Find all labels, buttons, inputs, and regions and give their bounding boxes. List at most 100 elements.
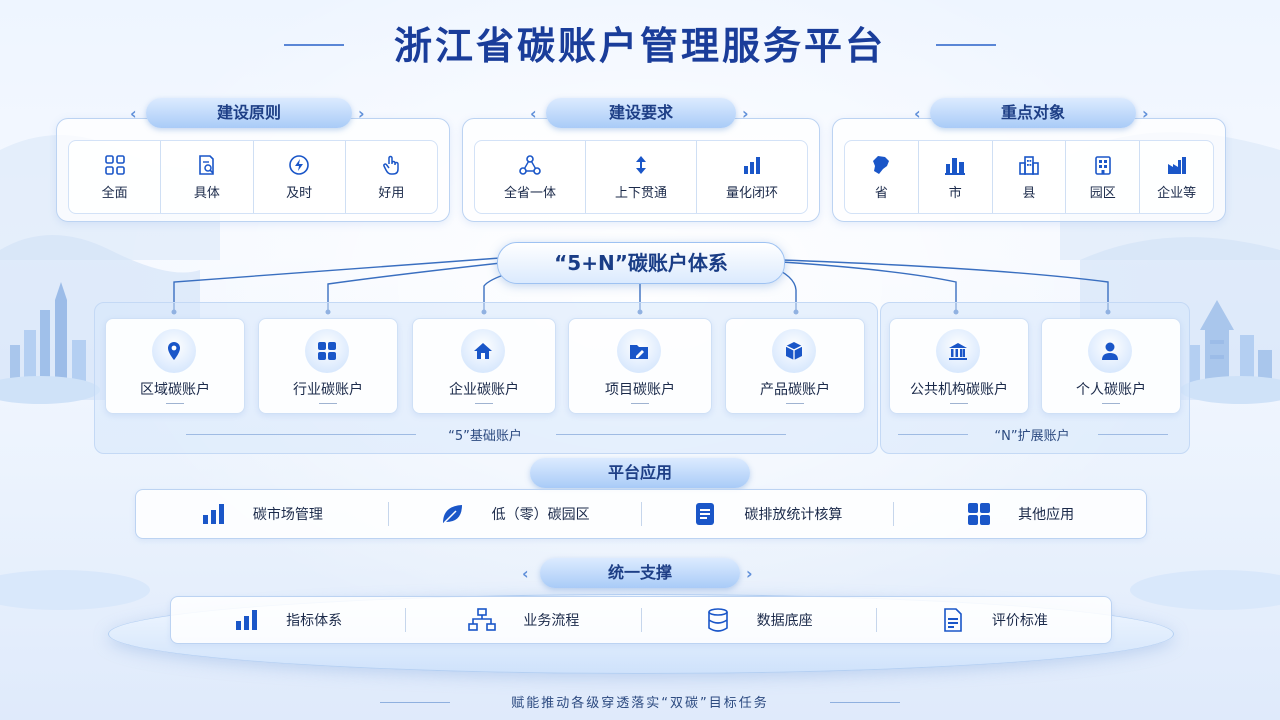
platform-item[interactable]: 低（零）碳园区 — [389, 502, 642, 526]
platform-item[interactable]: 碳排放统计核算 — [642, 502, 895, 526]
park-building-icon — [1094, 155, 1111, 175]
requirements-header: 建设要求 — [546, 98, 736, 128]
account-label: 项目碳账户 — [605, 382, 675, 398]
account-card[interactable]: 项目碳账户 — [568, 318, 712, 414]
support-item[interactable]: 评价标准 — [877, 608, 1111, 632]
cube-icon — [772, 329, 816, 373]
chevron-right-icon: › — [1142, 104, 1149, 123]
chevron-left-icon: ‹ — [914, 104, 921, 123]
database-icon — [707, 608, 728, 632]
footer-decoration-left — [380, 702, 450, 703]
institution-icon — [936, 329, 980, 373]
city-buildings-icon — [945, 157, 966, 175]
support-item[interactable]: 指标体系 — [171, 608, 407, 632]
platform-item[interactable]: 其他应用 — [894, 502, 1146, 526]
principle-label: 具体 — [193, 185, 220, 201]
account-card[interactable]: 企业碳账户 — [412, 318, 556, 414]
account-label: 个人碳账户 — [1076, 382, 1146, 398]
divider — [186, 434, 416, 435]
target-item: 县 — [993, 141, 1067, 213]
bar-chart-icon — [744, 156, 760, 174]
title-decoration-right — [936, 44, 996, 46]
target-label: 市 — [948, 185, 962, 201]
account-card[interactable]: 个人碳账户 — [1041, 318, 1181, 414]
target-label: 园区 — [1089, 185, 1116, 201]
account-label: 行业碳账户 — [293, 382, 363, 398]
divider — [1102, 403, 1120, 404]
county-building-icon — [1019, 155, 1039, 175]
divider — [898, 434, 968, 435]
chevron-left-icon: ‹ — [130, 104, 137, 123]
requirements-items: 全省一体 上下贯通 量化闭环 — [474, 140, 808, 214]
principle-label: 好用 — [378, 185, 405, 201]
person-icon — [1088, 329, 1132, 373]
support-label: 业务流程 — [523, 613, 580, 629]
apps-icon — [968, 503, 991, 525]
platform-item[interactable]: 碳市场管理 — [136, 502, 389, 526]
account-card[interactable]: 公共机构碳账户 — [889, 318, 1029, 414]
requirement-item: 量化闭环 — [697, 141, 807, 213]
account-card[interactable]: 区域碳账户 — [105, 318, 245, 414]
account-card[interactable]: 行业碳账户 — [258, 318, 398, 414]
base-accounts-label: “5”基础账户 — [448, 429, 522, 444]
home-icon — [461, 329, 505, 373]
footer-decoration-right — [830, 702, 900, 703]
location-pin-icon — [152, 329, 196, 373]
chevron-right-icon: › — [358, 104, 365, 123]
flowchart-icon — [468, 608, 497, 631]
divider — [950, 403, 968, 404]
chevron-left-icon: ‹ — [522, 564, 529, 583]
document-check-icon — [944, 608, 962, 632]
support-item[interactable]: 业务流程 — [406, 608, 642, 632]
bar-chart-icon — [236, 610, 258, 630]
support-label: 评价标准 — [991, 613, 1048, 629]
target-item: 园区 — [1066, 141, 1141, 213]
account-label: 公共机构碳账户 — [910, 382, 1008, 398]
target-item: 企业等 — [1140, 141, 1213, 213]
targets-items: 省 市 县 园区 企业等 — [844, 140, 1214, 214]
target-label: 企业等 — [1157, 185, 1197, 201]
divider — [319, 403, 337, 404]
target-item: 省 — [845, 141, 919, 213]
account-label: 产品碳账户 — [760, 382, 830, 398]
principle-label: 全面 — [101, 185, 128, 201]
footer-slogan: 赋能推动各级穿透落实“双碳”目标任务 — [511, 696, 769, 711]
title-decoration-left — [284, 44, 344, 46]
support-label: 数据底座 — [756, 613, 813, 629]
principle-item: 具体 — [161, 141, 254, 213]
hand-pointer-icon — [383, 155, 400, 175]
four-squares-icon — [305, 329, 349, 373]
principle-item: 及时 — [254, 141, 346, 213]
target-item: 市 — [919, 141, 993, 213]
platform-label: 其他应用 — [1018, 507, 1075, 523]
divider — [786, 403, 804, 404]
support-label: 指标体系 — [286, 613, 343, 629]
factory-chart-icon — [1167, 156, 1186, 174]
chevron-right-icon: › — [742, 104, 749, 123]
divider — [631, 403, 649, 404]
account-card[interactable]: 产品碳账户 — [725, 318, 865, 414]
chevron-right-icon: › — [746, 564, 753, 583]
support-item[interactable]: 数据底座 — [642, 608, 877, 632]
page-title: 浙江省碳账户管理服务平台 — [393, 24, 886, 68]
divider — [556, 434, 786, 435]
chevron-left-icon: ‹ — [530, 104, 537, 123]
network-icon — [519, 154, 541, 175]
divider — [475, 403, 493, 404]
province-map-icon — [873, 155, 890, 174]
system-title: “5+N”碳账户体系 — [497, 242, 785, 284]
platform-row: 碳市场管理 低（零）碳园区 碳排放统计核算 其他应用 — [135, 489, 1147, 539]
target-label: 县 — [1022, 185, 1036, 201]
requirement-label: 量化闭环 — [725, 185, 778, 201]
principles-header: 建设原则 — [146, 98, 352, 128]
up-down-arrow-icon — [636, 155, 646, 174]
principle-item: 好用 — [346, 141, 437, 213]
divider — [1098, 434, 1168, 435]
requirement-label: 全省一体 — [503, 185, 556, 201]
account-label: 区域碳账户 — [140, 382, 210, 398]
support-row: 指标体系 业务流程 数据底座 评价标准 — [170, 596, 1112, 644]
grid-icon — [104, 154, 125, 175]
target-label: 省 — [874, 185, 888, 201]
document-list-icon — [696, 503, 715, 525]
ext-accounts-label: “N”扩展账户 — [994, 429, 1070, 444]
